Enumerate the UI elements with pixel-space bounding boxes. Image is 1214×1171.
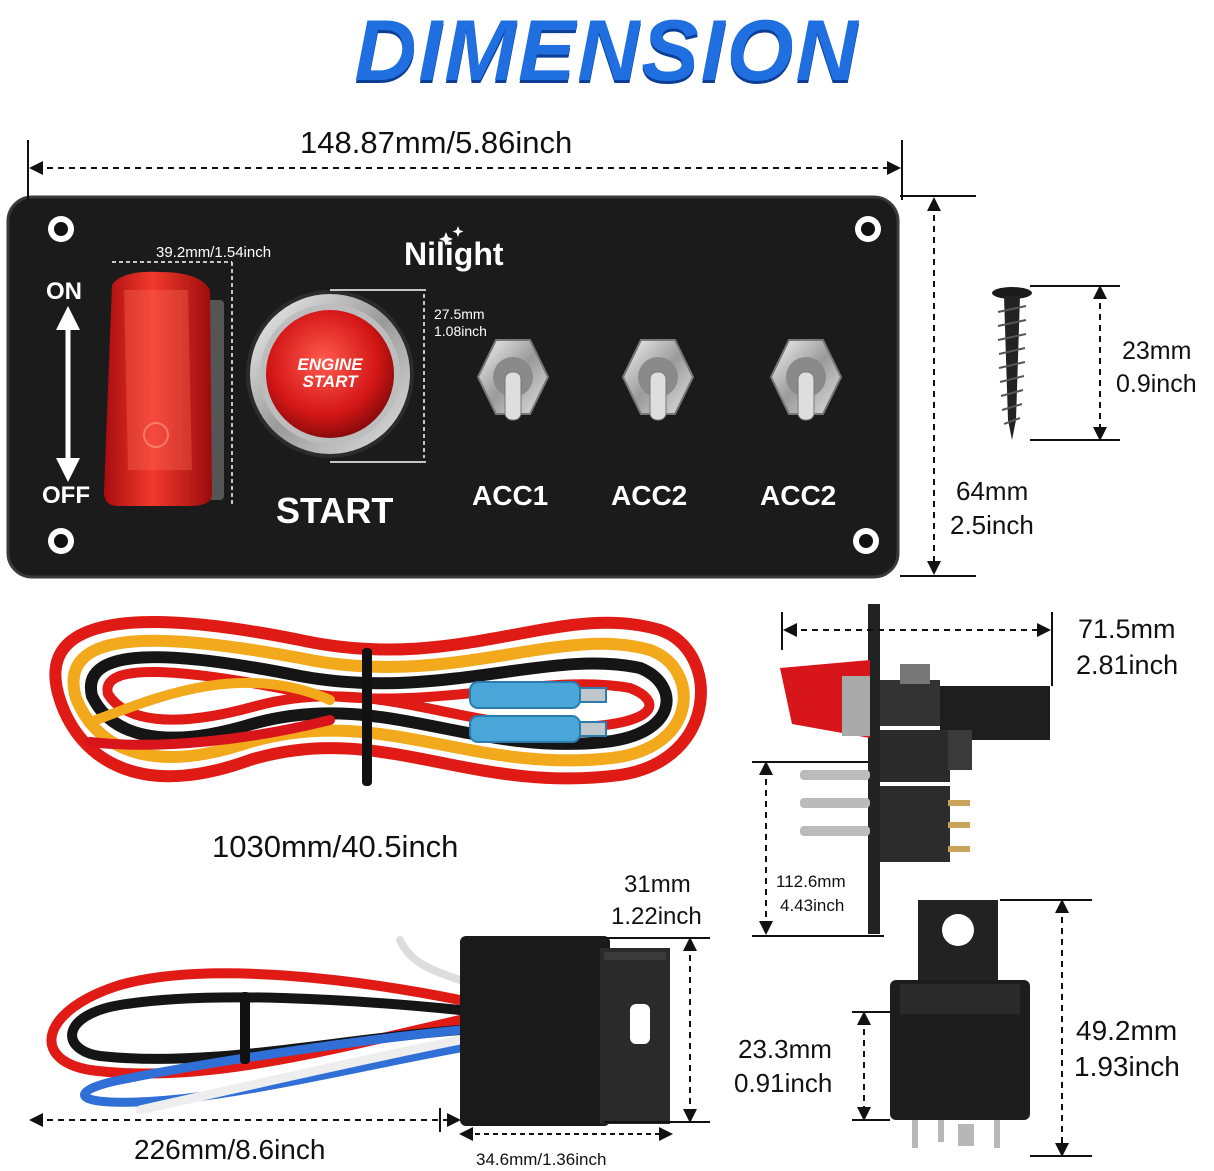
side-height-mm: 112.6mm [776,872,846,891]
relay-socket-icon [460,936,670,1126]
side-depth-mm: 71.5mm [1078,614,1176,644]
screw-icon [992,287,1032,440]
button-dimension-mm: 27.5mm [434,306,485,322]
toggle-switch-icon [476,339,843,421]
socket-height-mm: 31mm [624,871,691,898]
wire-harness-icon [49,616,707,786]
start-label: START [276,490,394,531]
relay-body-mm: 23.3mm [738,1034,832,1064]
relay-total-mm: 49.2mm [1076,1015,1178,1046]
socket-harness-length: 226mm/8.6inch [134,1134,326,1165]
screw-length-mm: 23mm [1122,337,1192,365]
panel-height-mm: 64mm [956,476,1029,506]
on-off-arrow-icon [56,306,80,482]
switch-label-acc1: ACC1 [472,480,549,511]
toggle-cover-icon [104,271,224,506]
switch-panel [6,195,900,579]
engine-button-text: ENGINE START [278,356,382,390]
screw-length-in: 0.9inch [1116,370,1197,398]
side-view-icon [780,604,1050,934]
engine-start-button-icon [246,290,414,458]
mounting-hole-icon [48,216,881,554]
relay-icon [890,900,1030,1148]
engine-button-line2: START [302,372,358,391]
button-dimension-in: 1.08inch [434,323,487,339]
side-height-in: 4.43inch [780,896,845,915]
relay-socket-harness-icon [46,936,465,1115]
page-title: DIMENSION [354,3,860,99]
relay-total-in: 1.93inch [1074,1051,1180,1082]
switch-label-acc2: ACC2 [611,480,688,511]
relay-body-in: 0.91inch [734,1068,833,1098]
socket-height-in: 1.22inch [611,903,702,930]
toggle-cover-dimension: 39.2mm/1.54inch [156,244,272,261]
off-label: OFF [42,482,90,509]
dimension-lines [27,140,976,577]
socket-width-label: 34.6mm/1.36inch [476,1150,607,1169]
panel-height-in: 2.5inch [950,510,1034,540]
switch-label-acc2-second: ACC2 [760,480,837,511]
panel-width-label: 148.87mm/5.86inch [300,125,573,160]
engine-button-line1: ENGINE [297,355,363,374]
harness-length-label: 1030mm/40.5inch [212,829,459,864]
brand-logo: Nilight [404,236,504,272]
sparkle-icon [439,226,464,246]
side-depth-in: 2.81inch [1076,650,1179,680]
on-label: ON [46,278,82,305]
